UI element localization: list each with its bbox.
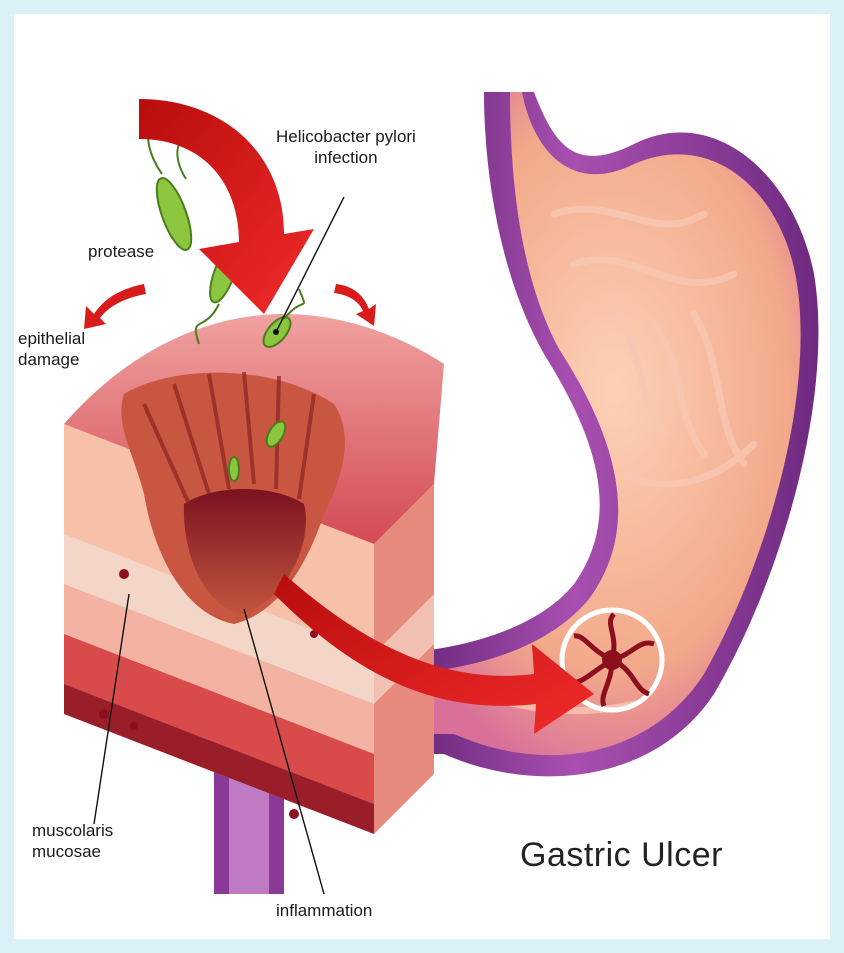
diagram-panel: Helicobacter pylori infection protease e… <box>14 14 830 939</box>
epithelial-line-1: epithelial <box>18 328 85 349</box>
protease-label: protease <box>88 241 154 262</box>
h-pylori-line-2: infection <box>276 147 416 168</box>
epithelial-damage-label: epithelial damage <box>18 328 85 370</box>
tissue-cross-section <box>64 314 444 834</box>
diagram-title: Gastric Ulcer <box>520 836 723 875</box>
muscolaris-line-1: muscolaris <box>32 820 113 841</box>
h-pylori-dot <box>273 329 279 335</box>
muscolaris-mucosae-label: muscolaris mucosae <box>32 820 113 862</box>
inflammation-label: inflammation <box>276 900 372 921</box>
protease-arrow <box>84 284 146 329</box>
spread-arrow <box>334 284 376 326</box>
epithelial-line-2: damage <box>18 349 85 370</box>
muscolaris-line-2: mucosae <box>32 841 113 862</box>
h-pylori-label: Helicobacter pylori infection <box>276 126 416 168</box>
h-pylori-line-1: Helicobacter pylori <box>276 126 416 147</box>
gastric-ulcer-illustration <box>14 14 830 939</box>
